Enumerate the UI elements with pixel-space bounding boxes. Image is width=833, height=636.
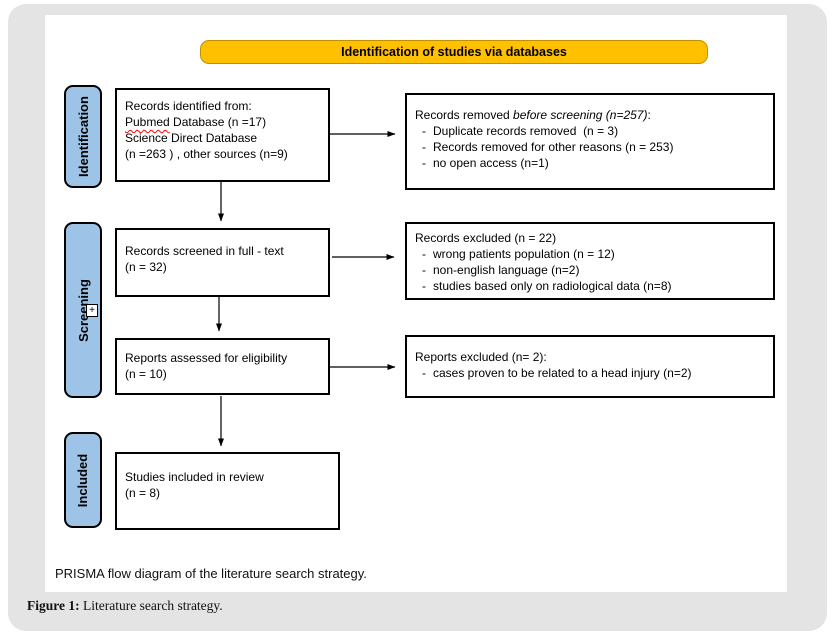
bullet-text: cases proven to be related to a head inj… (433, 366, 692, 380)
box-line: Pubmed Database (n =17) (125, 114, 320, 130)
box-line: (n =263 ) , other sources (n=9) (125, 147, 288, 161)
box-line: Science Direct Database (125, 131, 258, 145)
banner-label: Identification of studies via databases (341, 45, 567, 59)
stage-label-included: Included (64, 432, 102, 528)
bullet-item: -cases proven to be related to a head in… (415, 365, 765, 381)
box-title: Records excluded (n = 22) (415, 231, 557, 245)
box-line: (n = 8) (125, 486, 161, 500)
bullet-text: no open access (n=1) (433, 156, 549, 170)
bullet-item: -Duplicate records removed (n = 3) (415, 123, 765, 139)
bullet-item: -no open access (n=1) (415, 155, 765, 171)
bullet-item: -studies based only on radiological data… (415, 278, 765, 294)
title-prefix: Records removed (415, 108, 514, 122)
box-line: (n = 10) (125, 367, 167, 381)
bullet-dash: - (422, 366, 426, 380)
box-records-removed-before-screening: Records removed before screening (n=257)… (405, 93, 775, 190)
box-line: (n = 32) (125, 260, 167, 274)
plus-glyph: + (89, 304, 95, 316)
box-records-screened: Records screened in full - text (n = 32) (115, 228, 330, 297)
box-line: Records identified from: (125, 99, 252, 113)
bullet-item: -non-english language (n=2) (415, 262, 765, 278)
bullet-text: Records removed for other reasons (n = 2… (433, 140, 674, 154)
box-records-identified: Records identified from: Pubmed Database… (115, 88, 330, 182)
box-title: Reports excluded (n= 2): (415, 350, 547, 364)
bullet-dash: - (422, 124, 426, 138)
stage-label-text: Included (75, 453, 91, 507)
figure-caption-label: Figure 1: (27, 598, 80, 613)
box-reports-assessed: Reports assessed for eligibility (n = 10… (115, 338, 330, 395)
bullet-text: Duplicate records removed (n = 3) (433, 124, 619, 138)
bullet-dash: - (422, 140, 426, 154)
box-line: Records screened in full - text (125, 244, 284, 258)
title-italic: before screening (n=257) (513, 108, 648, 122)
box-line: Reports assessed for eligibility (125, 351, 288, 365)
box-records-excluded: Records excluded (n = 22) -wrong patient… (405, 222, 775, 300)
outline-expand-plus-icon[interactable]: + (86, 304, 98, 317)
banner-identification-via-databases: Identification of studies via databases (200, 40, 708, 64)
bullet-dash: - (422, 279, 426, 293)
figure-caption-text: Literature search strategy. (79, 598, 223, 613)
figure-caption: Figure 1: Literature search strategy. (27, 598, 223, 614)
bullet-item: -Records removed for other reasons (n = … (415, 139, 765, 155)
bullet-text: studies based only on radiological data … (433, 279, 672, 293)
box-line: Studies included in review (125, 470, 264, 484)
box-studies-included: Studies included in review (n = 8) (115, 452, 340, 530)
bullet-dash: - (422, 263, 426, 277)
title-suffix: : (647, 108, 651, 122)
bullet-dash: - (422, 156, 426, 170)
bullet-item: -wrong patients population (n = 12) (415, 246, 765, 262)
box-reports-excluded: Reports excluded (n= 2): -cases proven t… (405, 335, 775, 398)
spellcheck-word: Pubmed (125, 115, 170, 129)
stage-label-text: Identification (75, 96, 91, 177)
box-line-rest: Database (n =17) (169, 115, 267, 129)
bullet-dash: - (422, 247, 426, 261)
panel-caption: PRISMA flow diagram of the literature se… (55, 566, 367, 581)
bullet-text: non-english language (n=2) (433, 263, 580, 277)
box-title: Records removed before screening (n=257)… (415, 107, 765, 123)
bullet-text: wrong patients population (n = 12) (433, 247, 615, 261)
stage-label-identification: Identification (64, 85, 102, 188)
